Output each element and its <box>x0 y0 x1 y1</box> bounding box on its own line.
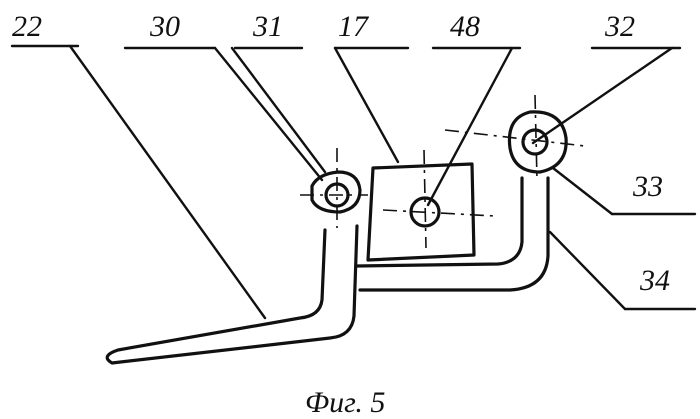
leader-22 <box>12 46 265 318</box>
pivot-30 <box>300 148 368 228</box>
leader-17 <box>335 48 408 162</box>
label-17: 17 <box>338 10 370 43</box>
link-34 <box>357 178 548 290</box>
label-33: 33 <box>632 170 663 203</box>
label-48: 48 <box>450 10 480 43</box>
pivot-32 <box>445 95 585 180</box>
label-32: 32 <box>604 10 635 43</box>
label-34: 34 <box>639 264 670 297</box>
lever-arm <box>107 226 357 363</box>
label-30: 30 <box>149 10 180 43</box>
leader-30 <box>125 48 322 180</box>
leader-31 <box>232 48 325 172</box>
leader-33 <box>553 168 695 214</box>
label-22: 22 <box>12 10 42 43</box>
leader-48 <box>428 48 520 205</box>
leader-32 <box>533 48 680 143</box>
label-31: 31 <box>252 10 283 43</box>
leader-34 <box>550 232 695 309</box>
figure-caption: Фиг. 5 <box>305 386 385 419</box>
